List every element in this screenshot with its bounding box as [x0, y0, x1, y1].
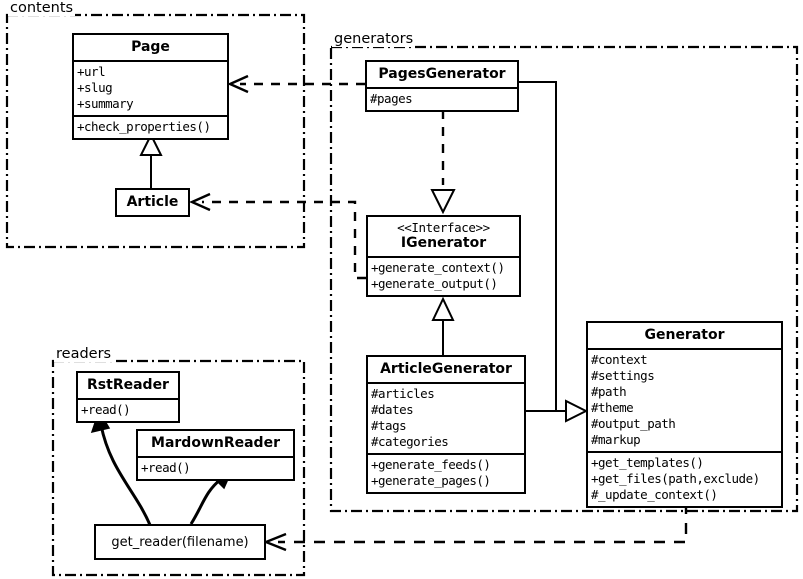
edge-pagesgenerator-realizes-igenerator	[430, 110, 456, 215]
class-title-page: Page	[131, 39, 170, 55]
function-box-get-reader[interactable]: get_reader(filename)	[94, 524, 266, 560]
method-row: +generate_output()	[371, 276, 498, 292]
class-title-article: Article	[126, 194, 179, 210]
attribute-row: +summary	[77, 96, 134, 112]
class-name-igenerator: IGenerator	[400, 235, 487, 252]
attribute-row: #articles	[371, 386, 435, 402]
attribute-row: #context	[591, 352, 648, 368]
class-box-igenerator[interactable]: <<Interface>> IGenerator +generate_conte…	[366, 215, 521, 298]
class-methods-generator: +get_templates() +get_files(path,exclude…	[588, 451, 781, 506]
class-box-articlegenerator[interactable]: ArticleGenerator #articles #dates #tags …	[366, 355, 526, 495]
package-frame-contents	[5, 13, 306, 249]
class-methods-page: +check_properties()	[74, 115, 227, 138]
package-label-readers: readers	[54, 346, 114, 362]
class-title-pagesgenerator: PagesGenerator	[378, 66, 506, 82]
package-frame-generators	[329, 45, 799, 513]
edge-article-inherits-page	[139, 132, 163, 188]
attribute-row: #theme	[591, 400, 634, 416]
class-methods-articlegenerator: +generate_feeds() +generate_pages()	[368, 453, 524, 492]
class-methods-igenerator: +generate_context() +generate_output()	[368, 256, 519, 295]
class-box-page[interactable]: Page +url +slug +summary +check_properti…	[72, 33, 229, 141]
package-frame-readers	[51, 359, 306, 577]
class-title-mardownreader: MardownReader	[151, 435, 280, 451]
method-row: +get_templates()	[591, 455, 704, 471]
method-row: +generate_context()	[371, 260, 505, 276]
attribute-row: #path	[591, 384, 627, 400]
attribute-row: +url	[77, 64, 106, 80]
class-stereotype-igenerator: <<Interface>>	[397, 220, 490, 235]
method-row: +read()	[81, 402, 131, 418]
class-box-generator[interactable]: Generator #context #settings #path #them…	[586, 321, 783, 509]
method-row: +generate_feeds()	[371, 457, 491, 473]
class-methods-rstreader: +read()	[78, 398, 178, 421]
edge-generator-depends-getreader	[262, 503, 688, 552]
attribute-row: #dates	[371, 402, 414, 418]
class-title-igenerator: <<Interface>> IGenerator	[368, 217, 519, 256]
class-box-rstreader[interactable]: RstReader +read()	[76, 371, 180, 424]
class-title-rstreader: RstReader	[87, 377, 169, 393]
class-attributes-generator: #context #settings #path #theme #output_…	[588, 348, 781, 451]
class-title-generator: Generator	[644, 327, 725, 343]
class-attributes-page: +url +slug +summary	[74, 60, 227, 115]
edge-articlegenerator-depends-article	[189, 192, 366, 280]
class-attributes-pagesgenerator: #pages	[367, 87, 517, 110]
attribute-row: #pages	[370, 91, 413, 107]
method-row: +check_properties()	[77, 119, 211, 135]
class-title-articlegenerator: ArticleGenerator	[380, 361, 512, 377]
class-box-mardownreader[interactable]: MardownReader +read()	[136, 429, 295, 482]
method-row: +get_files(path,exclude)	[591, 471, 760, 487]
attribute-row: #output_path	[591, 416, 676, 432]
class-methods-mardownreader: +read()	[138, 456, 293, 479]
package-label-generators: generators	[332, 31, 416, 47]
edge-generators-inherit-generator	[519, 81, 589, 423]
attribute-row: #tags	[371, 418, 407, 434]
package-label-contents: contents	[8, 0, 76, 16]
attribute-row: +slug	[77, 80, 113, 96]
method-row: #_update_context()	[591, 487, 718, 503]
edge-pagesgenerator-depends-page	[227, 74, 365, 94]
class-attributes-articlegenerator: #articles #dates #tags #categories	[368, 382, 524, 453]
method-row: +generate_pages()	[371, 473, 491, 489]
attribute-row: #markup	[591, 432, 641, 448]
class-box-article[interactable]: Article	[115, 188, 190, 218]
method-row: +read()	[141, 460, 191, 476]
edge-articlegenerator-inherits-igenerator	[431, 296, 455, 355]
attribute-row: #categories	[371, 434, 449, 450]
function-label-get-reader: get_reader(filename)	[111, 534, 249, 550]
attribute-row: #settings	[591, 368, 655, 384]
class-box-pagesgenerator[interactable]: PagesGenerator #pages	[365, 60, 519, 113]
